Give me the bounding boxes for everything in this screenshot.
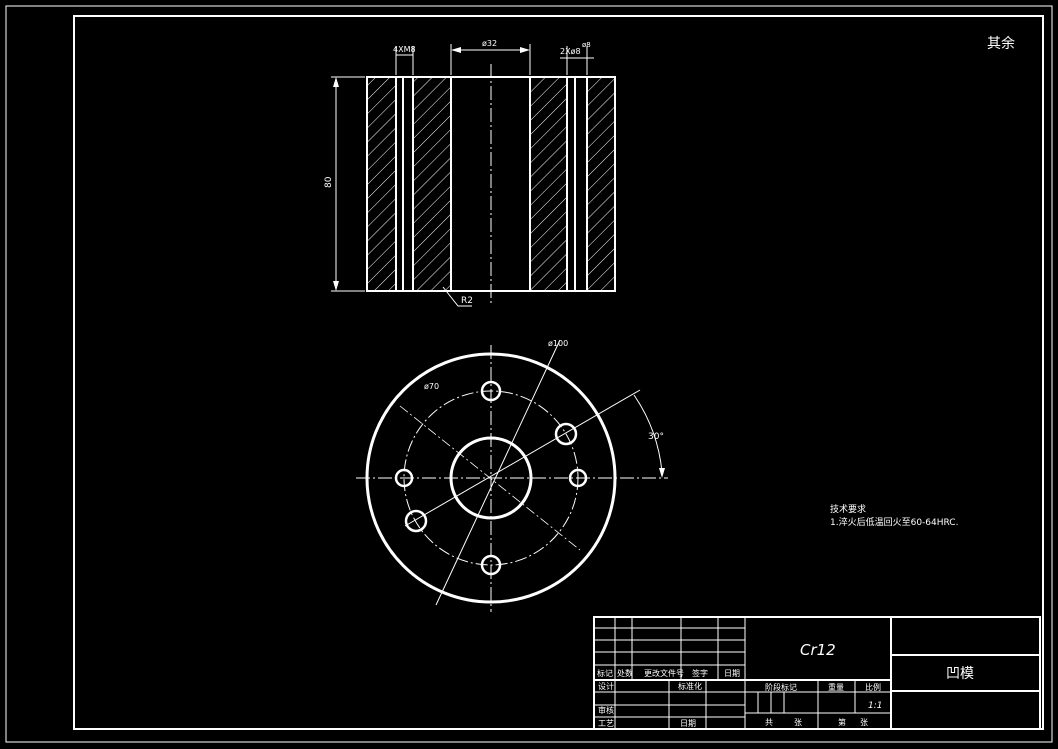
hatch-right-outer — [586, 76, 616, 292]
label-weight: 重量 — [828, 682, 844, 692]
hole-left — [394, 468, 414, 488]
label-design: 设计 — [598, 681, 614, 691]
scale-value: 1:1 — [868, 701, 882, 711]
hole-top — [480, 380, 502, 402]
material: Cr12 — [800, 641, 836, 659]
holes-dim: 4XM8 — [393, 45, 416, 54]
outer-border — [5, 5, 1053, 743]
bore-dim: ø32 — [482, 39, 497, 48]
pcd-dim: ø70 — [424, 382, 439, 391]
radius-label: R2 — [461, 296, 473, 306]
section-view: 80 4XM8 ø32 2Xø8 ø8 R2 — [324, 39, 616, 307]
label-sign: 签字 — [692, 668, 708, 678]
hatch-left-outer — [366, 76, 397, 292]
outer-dim: ø100 — [548, 339, 568, 348]
label-ratio: 比例 — [865, 682, 881, 692]
hole-right — [568, 468, 588, 488]
drawing-name: 凹模 — [946, 666, 974, 682]
pin-dim-a: 2Xø8 — [560, 47, 581, 56]
hole-bottom — [480, 554, 502, 576]
inner-border — [73, 15, 1044, 730]
hatch-left-inner — [412, 76, 452, 292]
angle-dim: 30° — [648, 432, 664, 442]
plan-view: 30° ø100 ø70 — [356, 339, 668, 612]
corner-note: 其余 — [987, 35, 1015, 52]
pin-dim-b: ø8 — [582, 41, 591, 49]
label-file: 更改文件号 — [644, 668, 684, 678]
label-review: 审核 — [598, 705, 614, 715]
label-date: 日期 — [724, 669, 740, 678]
label-total: 共 — [765, 718, 773, 727]
tech-title: 技术要求 — [830, 503, 866, 515]
tech-line1: 1.淬火后低温回火至60-64HRC. — [830, 516, 958, 528]
height-dim: 80 — [324, 176, 334, 188]
pin-upper-right — [554, 422, 578, 446]
label-mark: 标记 — [597, 668, 613, 678]
label-sheet: 张 — [794, 718, 802, 727]
label-standardize: 标准化 — [678, 681, 702, 691]
label-approve: 日期 — [680, 719, 696, 728]
hatch-right-inner — [529, 76, 568, 292]
pin-lower-left — [404, 509, 428, 533]
label-process: 工艺 — [598, 719, 614, 728]
label-sheet-no: 第 — [838, 717, 846, 727]
label-count: 处数 — [617, 668, 633, 678]
title-block: 标记 处数 更改文件号 签字 日期 设计 标准化 审核 工艺 日期 Cr12 凹… — [593, 616, 1041, 730]
label-stage: 阶段标记 — [765, 682, 797, 692]
label-sheet-no2: 张 — [860, 718, 868, 727]
